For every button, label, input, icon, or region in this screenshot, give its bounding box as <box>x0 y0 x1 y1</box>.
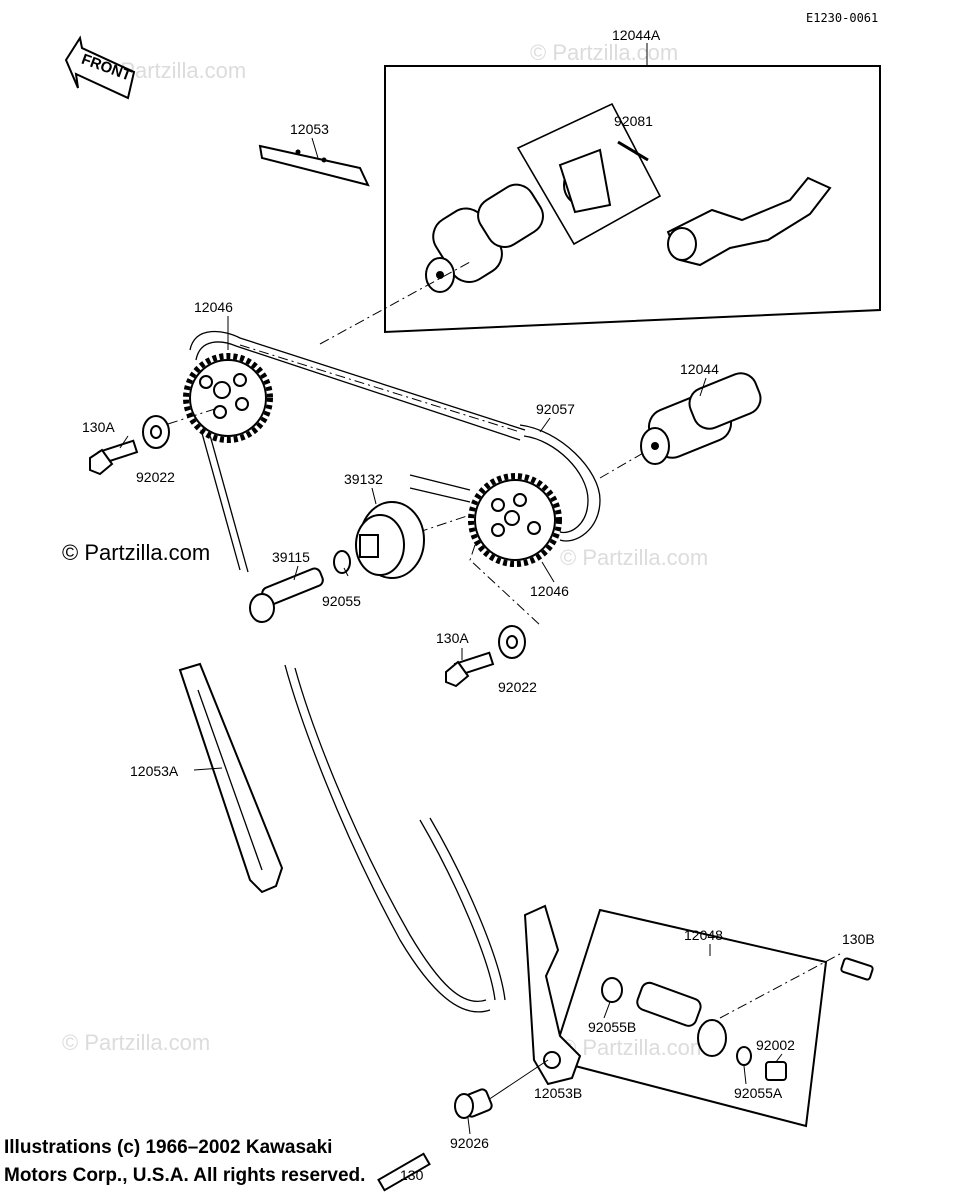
label-92081: 92081 <box>614 113 653 129</box>
ring-92055 <box>333 550 351 574</box>
watermark-bottom-left: © Partzilla.com <box>62 1030 210 1055</box>
label-92022-top: 92022 <box>136 469 175 485</box>
bolt-130A-top <box>89 439 139 476</box>
label-92022-bottom: 92022 <box>498 679 537 695</box>
label-130A-top: 130A <box>82 419 115 435</box>
label-39115: 39115 <box>272 549 310 565</box>
sprocket-12046-top <box>183 353 273 443</box>
watermark-middle-right: © Partzilla.com <box>560 545 708 570</box>
watermark-top-right: © Partzilla.com <box>530 40 678 65</box>
label-92055: 92055 <box>322 593 361 609</box>
label-92055B: 92055B <box>588 1019 636 1035</box>
chain-guide-12053 <box>258 137 370 187</box>
shaft-39115 <box>249 567 324 623</box>
chain-guide-12053B <box>487 904 582 1101</box>
copyright-line-1: Illustrations (c) 1966–2002 Kawasaki <box>4 1137 333 1158</box>
label-130A-bottom: 130A <box>436 630 469 646</box>
label-92055A: 92055A <box>734 1085 783 1101</box>
label-130B: 130B <box>842 931 875 947</box>
label-12053: 12053 <box>290 121 329 137</box>
collar-92026 <box>454 1088 493 1119</box>
label-130: 130 <box>400 1167 424 1183</box>
watermark-bottom-right: © Partzilla.com <box>560 1035 708 1060</box>
camshaft-assembly-12044A <box>384 65 881 334</box>
washer-92022-bottom <box>498 625 526 659</box>
alignment-line-top <box>319 261 471 345</box>
copyright-notice: Illustrations (c) 1966–2002 Kawasaki Mot… <box>4 1134 604 1190</box>
chain-guide-12053A <box>178 662 284 894</box>
label-12044A: 12044A <box>612 27 661 43</box>
leader-lines <box>119 43 783 1135</box>
label-12046-top: 12046 <box>194 299 233 315</box>
label-92026: 92026 <box>450 1135 489 1151</box>
bolt-130B <box>719 953 874 1019</box>
diagram-code: E1230-0061 <box>806 11 878 25</box>
label-12053B: 12053B <box>534 1085 582 1101</box>
tensioner-assembly-12048 <box>550 908 828 1128</box>
sprocket-12046-bottom <box>468 473 562 567</box>
front-arrow-icon: FRONT <box>64 35 136 100</box>
cam-chain-main <box>284 664 506 1013</box>
alignment-line-bolt <box>167 407 219 425</box>
copyright-line-2: Motors Corp., U.S.A. All rights reserved… <box>4 1165 366 1186</box>
label-12053A: 12053A <box>130 763 179 779</box>
alignment-line-camshaft <box>599 451 646 479</box>
pulley-39132 <box>355 501 425 579</box>
camshaft-12044 <box>640 372 762 465</box>
label-92057: 92057 <box>536 401 575 417</box>
label-39132: 39132 <box>344 471 383 487</box>
label-12046-bottom: 12046 <box>530 583 569 599</box>
label-12048: 12048 <box>684 927 723 943</box>
bolt-130A-bottom <box>445 651 495 688</box>
washer-92022-top <box>142 415 170 449</box>
label-92002: 92002 <box>756 1037 795 1053</box>
alignment-line-upper <box>239 344 521 433</box>
alignment-line-pulley <box>379 509 486 546</box>
label-12044: 12044 <box>680 361 719 377</box>
bolt-130 <box>377 1152 431 1192</box>
alignment-line-lower <box>469 544 541 626</box>
watermark-main: © Partzilla.com <box>62 540 210 565</box>
